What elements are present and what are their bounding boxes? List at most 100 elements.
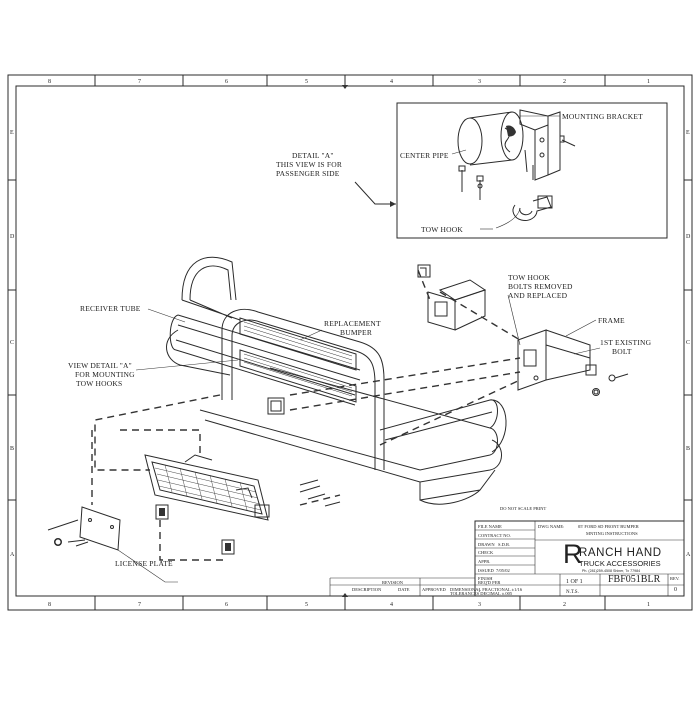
tb-rev-label: REV.	[670, 576, 680, 581]
zone-labels-right: E D C B A	[686, 130, 691, 558]
label-detail-a-1: DETAIL "A"	[292, 151, 334, 160]
label-tow-hook-bolts-3: AND REPLACED	[508, 291, 568, 300]
label-detail-a-3: PASSENGER SIDE	[276, 169, 340, 178]
zone-right-e: E	[686, 130, 690, 136]
tow-hook-drawing	[495, 195, 553, 229]
tb-company-big: RANCH HAND	[579, 547, 662, 559]
zone-labels-bottom: 8 7 6 5 4 3 2 1	[48, 602, 650, 608]
zone-top-8: 8	[48, 79, 51, 85]
inner-border	[15, 85, 685, 597]
label-replacement-bumper-1: REPLACEMENT	[324, 319, 381, 328]
tb-issued-label: ISSUED	[478, 568, 495, 573]
callout-a-right	[592, 388, 600, 396]
detail-a-frame	[396, 102, 668, 239]
zone-top-3: 3	[478, 79, 481, 85]
tb-dwg-number: FBF051BLR	[608, 574, 661, 585]
tb-rev-col-3: APPROVED	[422, 587, 447, 592]
label-tow-hook-bolts-1: TOW HOOK	[508, 273, 550, 282]
outer-border	[7, 74, 693, 611]
center-pipe-drawing	[457, 111, 524, 166]
zone-top-5: 5	[305, 79, 308, 85]
detail-a-arrow	[354, 181, 396, 205]
label-replacement-bumper-2: BUMPER	[340, 328, 372, 337]
label-view-detail-1: VIEW DETAIL "A"	[68, 361, 132, 370]
zone-labels-top: 8 7 6 5 4 3 2 1	[48, 79, 650, 85]
tb-dwg-name-2: MNTING INSTRUCTIONS	[586, 531, 638, 536]
tb-dwg-name-1: 05' FORD SD FRONT BUMPER	[578, 524, 639, 529]
tb-tol-label: TOLERANCES DECIMAL ±.005	[450, 591, 513, 596]
tb-rev-col-1: DESCRIPTION	[352, 587, 382, 592]
tb-dwg-name-label: DWG NAME:	[538, 524, 564, 529]
tb-appr-label: APPR.	[478, 559, 490, 564]
zone-bottom-4: 4	[390, 602, 393, 608]
zone-top-6: 6	[225, 79, 228, 85]
tb-contract-label: CONTRACT NO.	[478, 533, 511, 538]
zone-labels-left: E D C B A	[10, 130, 15, 558]
zone-right-b: B	[686, 446, 690, 452]
zone-bottom-2: 2	[563, 602, 566, 608]
label-license-plate: LICENSE PLATE	[115, 559, 173, 568]
tb-check-label: CHECK	[478, 550, 494, 555]
label-mounting-bracket: MOUNTING BRACKET	[562, 112, 643, 121]
label-detail-a-2: THIS VIEW IS FOR	[276, 160, 342, 169]
tb-rev-col-2: DATE	[398, 587, 410, 592]
zone-top-4: 4	[390, 79, 393, 85]
tb-revision-header: REVISION	[382, 580, 404, 585]
tb-of-value: 1 OF 1	[566, 579, 583, 585]
frame-mount-drawing	[417, 264, 629, 395]
tb-drawn-label: DRAWN	[478, 542, 495, 547]
zone-left-c: C	[10, 340, 14, 346]
zone-top-7: 7	[138, 79, 141, 85]
tb-rev-value: 0	[674, 587, 677, 593]
tb-company-small: TRUCK ACCESSORIES	[579, 559, 661, 568]
zone-right-c: C	[686, 340, 690, 346]
zone-ticks	[8, 75, 692, 610]
label-tow-hook-bolts-2: BOLTS REMOVED	[508, 282, 573, 291]
assembly-dashed-lines	[91, 269, 521, 561]
tb-req-label: REQ'D PER	[478, 580, 500, 585]
tb-issued-value: 7/05/02	[496, 568, 510, 573]
tb-req-value: 1	[478, 588, 480, 593]
tb-dims-label: DIMENSIONAL FRACTIONAL ±1/16	[450, 587, 523, 592]
zone-bottom-1: 1	[647, 602, 650, 608]
callout-a-left	[54, 538, 62, 546]
label-existing-bolt-2: BOLT	[612, 347, 632, 356]
tb-company-logo-r: R	[563, 539, 583, 569]
license-plate-drawing	[47, 506, 178, 583]
zone-left-d: D	[10, 234, 15, 240]
label-existing-bolt-1: 1ST EXISTING	[600, 338, 652, 347]
zone-bottom-8: 8	[48, 602, 51, 608]
label-receiver-tube: RECEIVER TUBE	[80, 304, 141, 313]
zone-top-1: 1	[647, 79, 650, 85]
bumper-bolts	[54, 479, 341, 547]
zone-bottom-6: 6	[225, 602, 228, 608]
tb-finish-label: FINISH	[478, 576, 493, 581]
zone-right-d: D	[686, 234, 691, 240]
label-view-detail-3: TOW HOOKS	[76, 379, 122, 388]
lower-mesh-plate-drawing	[144, 454, 270, 521]
label-tow-hook-detail: TOW HOOK	[421, 225, 463, 234]
zone-bottom-7: 7	[138, 602, 141, 608]
zone-bottom-5: 5	[305, 602, 308, 608]
zone-right-a: A	[686, 552, 691, 558]
replacement-bumper-drawing	[166, 256, 507, 505]
zone-left-e: E	[10, 130, 14, 136]
title-block: FILE NAME CONTRACT NO. DRAWN S.D.R. CHEC…	[329, 520, 685, 597]
label-do-not-scale: DO NOT SCALE PRINT	[500, 506, 547, 511]
tb-file-name-label: FILE NAME	[478, 524, 502, 529]
zone-top-2: 2	[563, 79, 566, 85]
zone-left-a: A	[10, 552, 15, 558]
detail-a-view: MOUNTING BRACKET CENTER PIPE TOW HOOK	[396, 102, 668, 239]
tb-scale-value: N.T.S.	[566, 590, 579, 595]
tb-drawn-value: S.D.R.	[498, 542, 510, 547]
label-frame: FRAME	[598, 316, 625, 325]
detail-bolts	[458, 165, 484, 200]
label-view-detail-2: FOR MOUNTING	[75, 370, 135, 379]
tb-company-contact: Ph. (281)259-4508 Shiner, Tx 77984	[582, 569, 640, 573]
label-center-pipe: CENTER PIPE	[400, 151, 449, 160]
zone-bottom-3: 3	[478, 602, 481, 608]
zone-left-b: B	[10, 446, 14, 452]
fog-light-brackets	[155, 504, 235, 555]
